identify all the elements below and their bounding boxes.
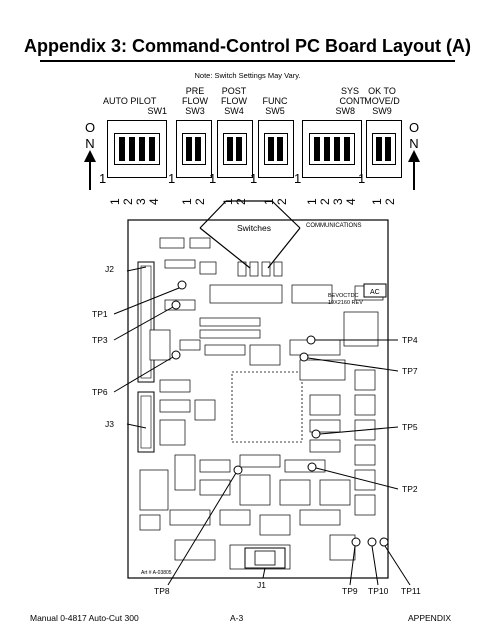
sw9-line2: MOVE/D: [364, 96, 400, 106]
sw5-id: SW5: [265, 106, 285, 116]
on-arrow-right-icon: [408, 150, 420, 190]
tp3-point: [171, 300, 181, 310]
switches-callout-label: Switches: [235, 223, 274, 233]
footer-page-number: A-3: [230, 613, 244, 623]
on-o-right: O: [408, 120, 420, 135]
sw4-line1: POST: [221, 86, 247, 96]
sw9-line1: OK TO: [368, 86, 396, 96]
sw3-label: PRE FLOW SW3: [177, 86, 213, 116]
sw3-dip-switch: [176, 120, 212, 178]
board-part-text-1: 19X2160 REV: [328, 300, 363, 306]
on-n-right: N: [409, 136, 419, 151]
sw5-line1: FUNC: [262, 96, 288, 106]
on-arrow-left-icon: [84, 150, 96, 190]
tp6-label: TP6: [92, 387, 108, 397]
sw1-id: SW1: [147, 106, 167, 116]
footer-section: APPENDIX: [408, 613, 451, 623]
sw8-line2: CONT: [339, 96, 366, 106]
art-number: Art # A-03805: [141, 570, 172, 576]
sw9-id: SW9: [372, 106, 392, 116]
sw3-line2: FLOW: [182, 96, 208, 106]
tp2-point: [307, 462, 317, 472]
sw1-position-one: 1: [99, 171, 107, 186]
sw4-label: POST FLOW SW4: [216, 86, 252, 116]
sw5-position-one: 1: [250, 171, 258, 186]
sw4-line2: FLOW: [221, 96, 247, 106]
j1-label: J1: [257, 580, 266, 590]
on-n-left: N: [85, 136, 95, 151]
tp4-label: TP4: [402, 335, 418, 345]
tp9-point: [351, 537, 361, 547]
tp4-point: [306, 335, 316, 345]
switch-note: Note: Switch Settings May Vary.: [194, 71, 301, 80]
communications-text: COMMUNICATIONS: [306, 223, 362, 229]
tp1-point: [177, 280, 187, 290]
tp8-point: [233, 465, 243, 475]
on-indicator-left: O N: [83, 120, 97, 152]
sw8-label: SYS CONT SW8: [305, 86, 365, 116]
j2-label: J2: [105, 264, 114, 274]
tp6-point: [171, 350, 181, 360]
tp9-label: TP9: [342, 586, 358, 596]
tp5-point: [311, 429, 321, 439]
sw3-position-one: 1: [168, 171, 176, 186]
tp11-label: TP11: [401, 586, 421, 596]
tp2-label: TP2: [402, 484, 418, 494]
tp5-label: TP5: [402, 422, 418, 432]
on-o-left: O: [84, 120, 96, 135]
sw9-dip-switch: [366, 120, 402, 178]
j3-label: J3: [105, 419, 114, 429]
footer-manual: Manual 0-4817 Auto-Cut 300: [30, 613, 139, 623]
tp8-label: TP8: [154, 586, 170, 596]
tp7-point: [299, 352, 309, 362]
sw8-dip-switch: [302, 120, 362, 178]
tp10-label: TP10: [368, 586, 389, 596]
page-title: Appendix 3: Command-Control PC Board Lay…: [24, 36, 471, 56]
board-part-text-2: BEVOCTDC: [328, 293, 359, 299]
sw1-dip-switch: [107, 120, 167, 178]
tp1-label: TP1: [92, 309, 108, 319]
sw1-name: AUTO PILOT: [103, 96, 157, 106]
sw8-position-one: 1: [294, 171, 302, 186]
sw3-line1: PRE: [185, 86, 205, 96]
title-rule: [40, 60, 455, 62]
sw5-dip-switch: [258, 120, 294, 178]
sw5-label: FUNC SW5: [257, 96, 293, 116]
sw8-line1: SYS: [340, 86, 359, 96]
tp7-label: TP7: [402, 366, 418, 376]
on-indicator-right: O N: [407, 120, 421, 152]
j3-connector: [137, 391, 155, 453]
central-processor: [231, 371, 303, 443]
sw1-label: AUTO PILOT SW1: [103, 96, 173, 116]
sw9-position-one: 1: [358, 171, 366, 186]
sw3-id: SW3: [185, 106, 205, 116]
tp10-point: [367, 537, 377, 547]
sw9-label: OK TO MOVE/D SW9: [362, 86, 402, 116]
board-ac-text: AC: [370, 289, 380, 296]
sw4-position-one: 1: [209, 171, 217, 186]
sw8-id: SW8: [335, 106, 355, 116]
sw4-dip-switch: [217, 120, 253, 178]
sw4-id: SW4: [224, 106, 244, 116]
tp11-point: [379, 537, 389, 547]
tp3-label: TP3: [92, 335, 108, 345]
